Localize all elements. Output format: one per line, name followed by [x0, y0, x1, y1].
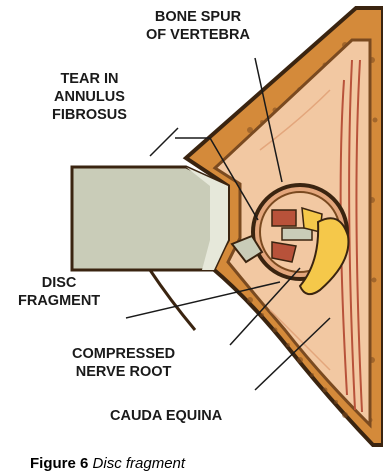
lower-vertebra-edge	[150, 270, 195, 330]
figure-number: Figure 6	[30, 455, 88, 472]
label-bone-spur: BONE SPUR OF VERTEBRA	[146, 8, 250, 44]
label-cauda-equina: CAUDA EQUINA	[110, 407, 222, 425]
figure-caption-text: Disc fragment	[93, 455, 186, 472]
label-disc-fragment: DISC FRAGMENT	[18, 274, 100, 310]
label-compressed-nerve-root: COMPRESSED NERVE ROOT	[72, 345, 175, 381]
disc	[72, 167, 228, 270]
figure-caption: Figure 6 Disc fragment	[30, 455, 185, 472]
label-tear-annulus: TEAR IN ANNULUS FIBROSUS	[52, 70, 127, 124]
